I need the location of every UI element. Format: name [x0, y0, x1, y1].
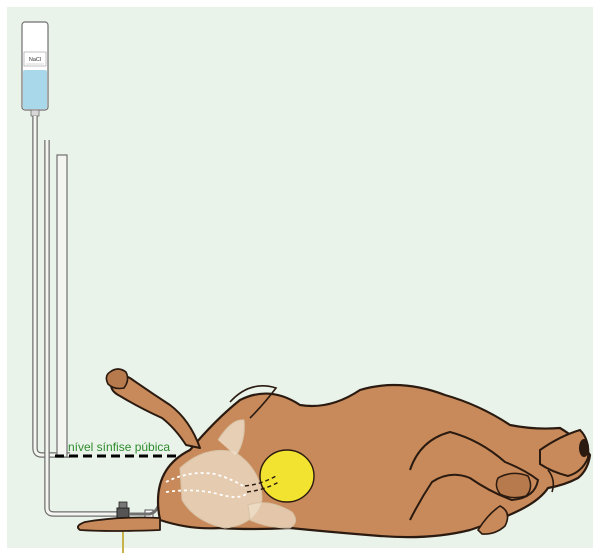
pubic-level-label: nível sínfise púbica: [68, 440, 170, 454]
bladder: [260, 450, 314, 502]
saline-bag-label: NaCl: [29, 57, 41, 63]
saline-bag: NaCl: [22, 22, 48, 116]
measuring-column: [57, 155, 67, 457]
